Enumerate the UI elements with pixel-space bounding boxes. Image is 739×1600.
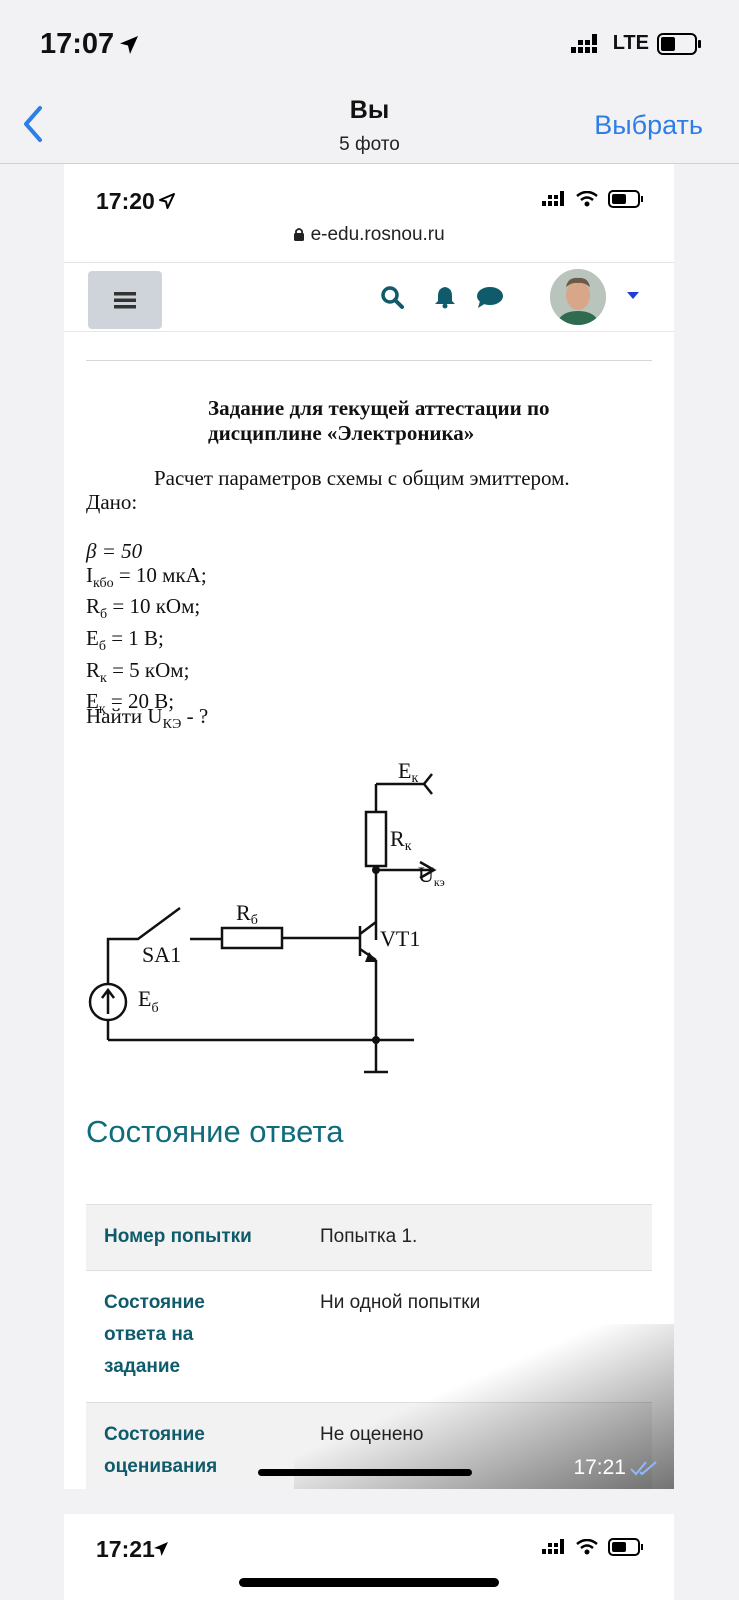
album-title: Вы <box>349 96 390 124</box>
param-beta: β = 50 <box>86 539 143 563</box>
hamburger-menu-button[interactable] <box>88 271 162 329</box>
chat-icon[interactable] <box>476 285 504 309</box>
table-row: Состояние ответа на задание Ни одной поп… <box>86 1270 652 1402</box>
wifi-icon <box>576 1539 598 1555</box>
inner-battery-icon <box>608 190 643 208</box>
url-bar: e-edu.rosnou.ru <box>64 224 674 258</box>
url-text: e-edu.rosnou.ru <box>310 224 445 245</box>
location-outline-icon <box>159 193 175 209</box>
row-label: Состояние ответа на задание <box>104 1292 205 1377</box>
task-text: Расчет параметров схемы с общим эмиттеро… <box>154 466 570 490</box>
label-sa1: SA1 <box>142 942 181 967</box>
param-row: Iкбо = 10 мкА; <box>86 562 207 591</box>
row-label: Состояние оценивания <box>104 1424 218 1477</box>
label-rk: Rк <box>390 826 412 854</box>
answer-state-title: Состояние ответа <box>86 1114 344 1149</box>
table-row: Номер попытки Попытка 1. <box>86 1204 652 1270</box>
row-value: Не оценено <box>320 1424 424 1445</box>
avatar[interactable] <box>550 269 606 325</box>
nav-bar: Вы 5 фото Выбрать <box>0 90 739 164</box>
task-heading: Задание для текущей аттестации по дисцип… <box>208 396 550 445</box>
search-icon[interactable] <box>380 285 404 309</box>
divider <box>86 360 652 361</box>
param-row: Eб = 1 В; <box>86 625 164 655</box>
given-params: β = 50 Iкбо = 10 мкА; Rб = 10 кОм; Eб = … <box>86 539 207 722</box>
label-vt1: VT1 <box>380 926 420 951</box>
bell-icon[interactable] <box>434 285 456 309</box>
photo-count: 5 фото <box>339 134 400 155</box>
inner-status-time: 17:20 <box>96 188 155 214</box>
row-value: Попытка 1. <box>320 1226 418 1247</box>
label-eb: Eб <box>138 986 159 1016</box>
param-row: Eк = 20 В; <box>86 689 175 718</box>
photo-thumbnail[interactable]: 17:21 <box>64 1514 674 1600</box>
site-header <box>64 262 674 332</box>
inner-status-icons <box>542 190 644 208</box>
user-photo-icon <box>550 269 606 325</box>
wifi-icon <box>576 191 598 207</box>
inner-signal-icon <box>542 1539 564 1554</box>
photo-thumbnail[interactable]: 17:20 e-edu.rosnou.ru <box>64 164 674 1489</box>
param-row: Rк = 5 кОм; <box>86 657 190 686</box>
param-row: Rб = 10 кОм; <box>86 594 201 623</box>
double-check-icon <box>630 1461 657 1476</box>
label-rb: Rб <box>236 900 258 928</box>
row-value: Ни одной попытки <box>320 1292 481 1313</box>
lock-icon <box>294 228 305 241</box>
circuit-diagram: Eк Rк Uкэ Rб SA1 VT1 Eб <box>88 758 445 1074</box>
message-timestamp: 17:21 <box>573 1456 658 1480</box>
inner-status-icons <box>542 1538 644 1556</box>
battery-icon <box>657 32 701 55</box>
find-question: Найти UКЭ - ? <box>86 704 209 733</box>
select-button[interactable]: Выбрать <box>594 110 703 140</box>
network-type: LTE <box>612 32 649 54</box>
video-scrubber[interactable] <box>258 1469 472 1476</box>
status-bar: 17:07 LTE <box>0 0 739 90</box>
label-uke: Uкэ <box>418 862 445 889</box>
row-label: Номер попытки <box>104 1226 252 1247</box>
inner-battery-icon <box>608 1538 643 1556</box>
label-ek: Eк <box>398 758 418 786</box>
inner-status-bar: 17:20 <box>64 164 674 222</box>
inner-status-time: 17:21 <box>96 1536 155 1562</box>
inner-signal-icon <box>542 191 564 206</box>
location-arrow-icon <box>154 1542 168 1556</box>
status-time: 17:07 <box>40 28 115 60</box>
location-arrow-icon <box>120 36 138 54</box>
signal-icon <box>570 33 597 53</box>
home-indicator <box>239 1578 499 1587</box>
dropdown-caret-icon[interactable] <box>627 292 639 300</box>
status-right: LTE <box>570 32 703 55</box>
back-chevron-icon[interactable] <box>18 104 48 144</box>
hamburger-icon <box>114 292 136 309</box>
given-label: Дано: <box>86 490 138 514</box>
